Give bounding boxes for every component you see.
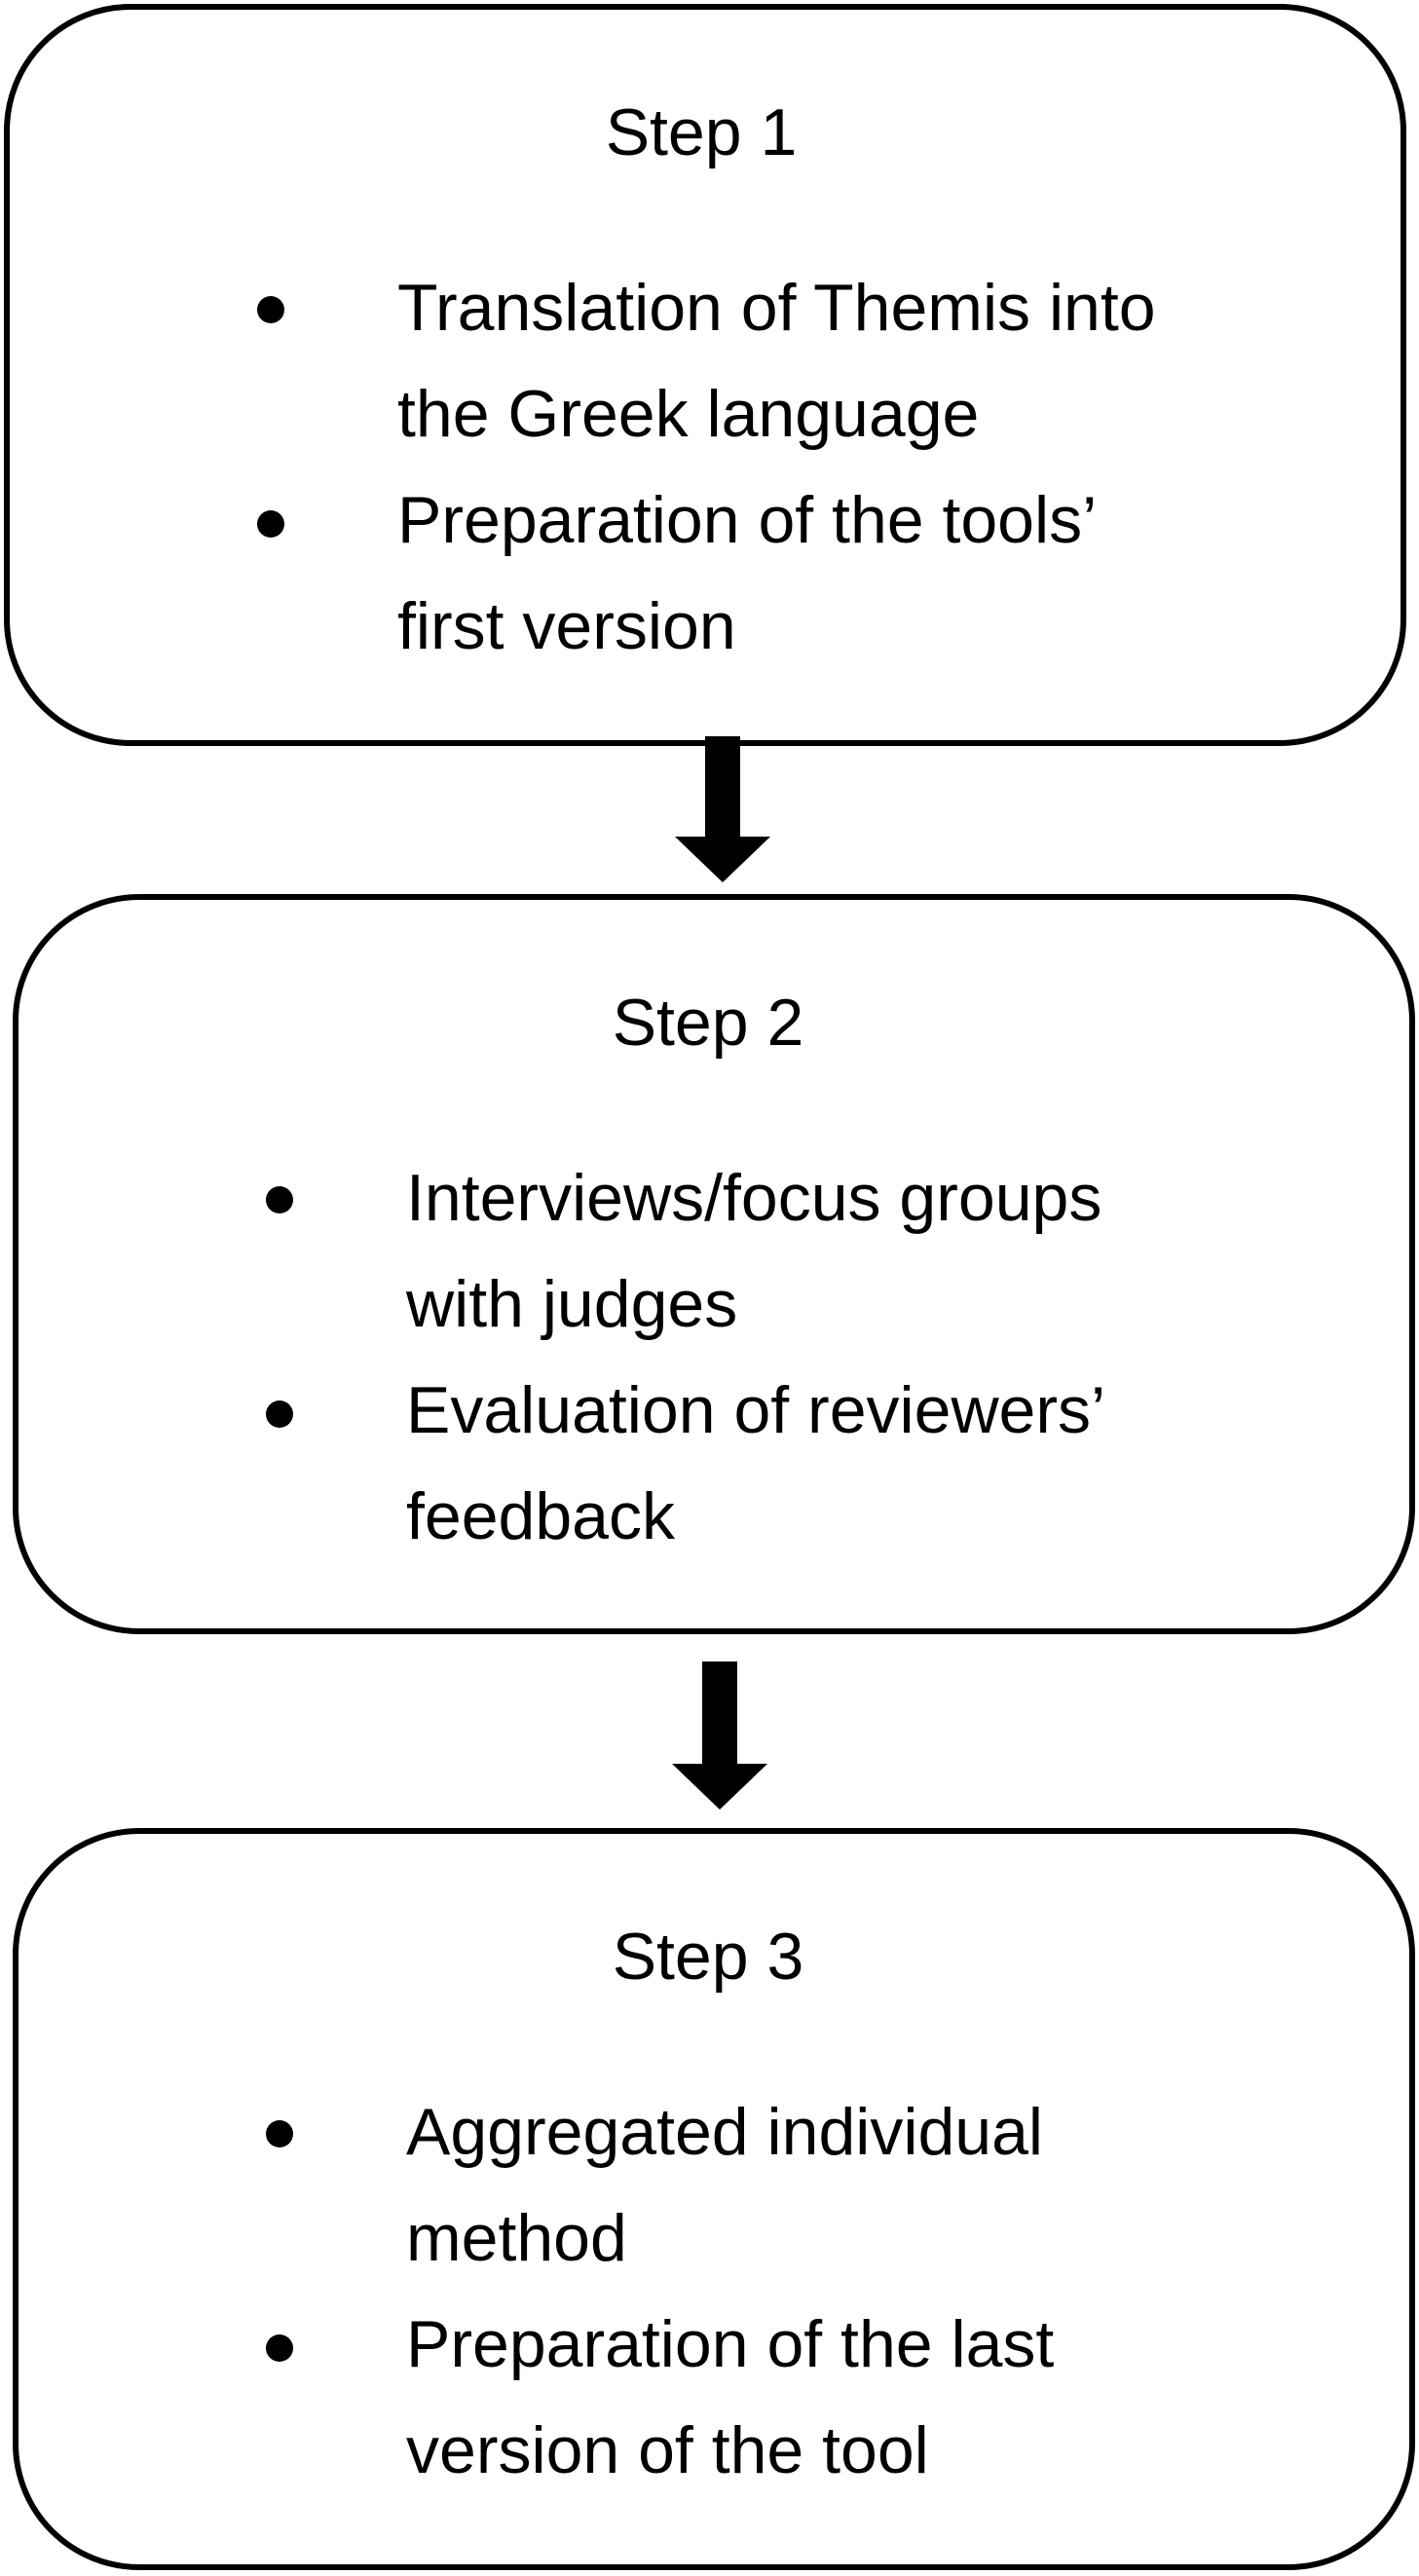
step-1-bullet-2-line-1: Preparation of the tools’ — [397, 483, 1098, 557]
bullet-dot-icon — [266, 1186, 293, 1213]
bullet-dot-icon — [266, 1400, 293, 1428]
step-1-bullet-1-line-1: Translation of Themis into — [397, 271, 1156, 345]
step-3-title: Step 3 — [612, 1920, 804, 1994]
step-3-bullet-1-text: Aggregated individual method — [406, 2079, 1380, 2292]
step-1-bullet-2-text: Preparation of the tools’ first version — [397, 467, 1371, 680]
down-arrow-icon — [672, 1661, 767, 1810]
step-2-bullet-1-line-2: with judges — [406, 1267, 738, 1341]
step-2-bullet-1-line-1: Interviews/focus groups — [406, 1161, 1102, 1235]
bullet-dot-icon — [266, 2334, 293, 2362]
step-2-title: Step 2 — [612, 986, 804, 1060]
down-arrow-icon — [675, 736, 770, 882]
step-1-bullet-1-text: Translation of Themis into the Greek lan… — [397, 255, 1371, 467]
step-1-box: Step 1 Translation of Themis into the Gr… — [4, 4, 1406, 746]
step-3-box: Step 3 Aggregated individual method Prep… — [13, 1828, 1415, 2570]
step-3-bullet-1-line-2: method — [406, 2201, 627, 2275]
step-2-box: Step 2 Interviews/focus groups with judg… — [13, 894, 1415, 1634]
step-3-bullet-1-line-1: Aggregated individual — [406, 2095, 1044, 2169]
step-3-bullet-2-text: Preparation of the last version of the t… — [406, 2292, 1380, 2504]
step-3-bullet-2-line-2: version of the tool — [406, 2413, 929, 2487]
step-1-title: Step 1 — [605, 95, 798, 169]
step-2-bullet-2-line-2: feedback — [406, 1479, 675, 1553]
step-1-bullet-1-line-2: the Greek language — [397, 377, 980, 451]
step-3-bullet-2-line-1: Preparation of the last — [406, 2307, 1055, 2381]
bullet-dot-icon — [266, 2120, 293, 2147]
step-2-bullet-2-text: Evaluation of reviewers’ feedback — [406, 1358, 1380, 1570]
bullet-dot-icon — [257, 296, 284, 323]
step-2-bullet-1-text: Interviews/focus groups with judges — [406, 1145, 1380, 1358]
step-1-bullet-2-line-2: first version — [397, 589, 736, 663]
bullet-dot-icon — [257, 510, 284, 538]
step-2-bullet-2-line-1: Evaluation of reviewers’ — [406, 1373, 1106, 1447]
